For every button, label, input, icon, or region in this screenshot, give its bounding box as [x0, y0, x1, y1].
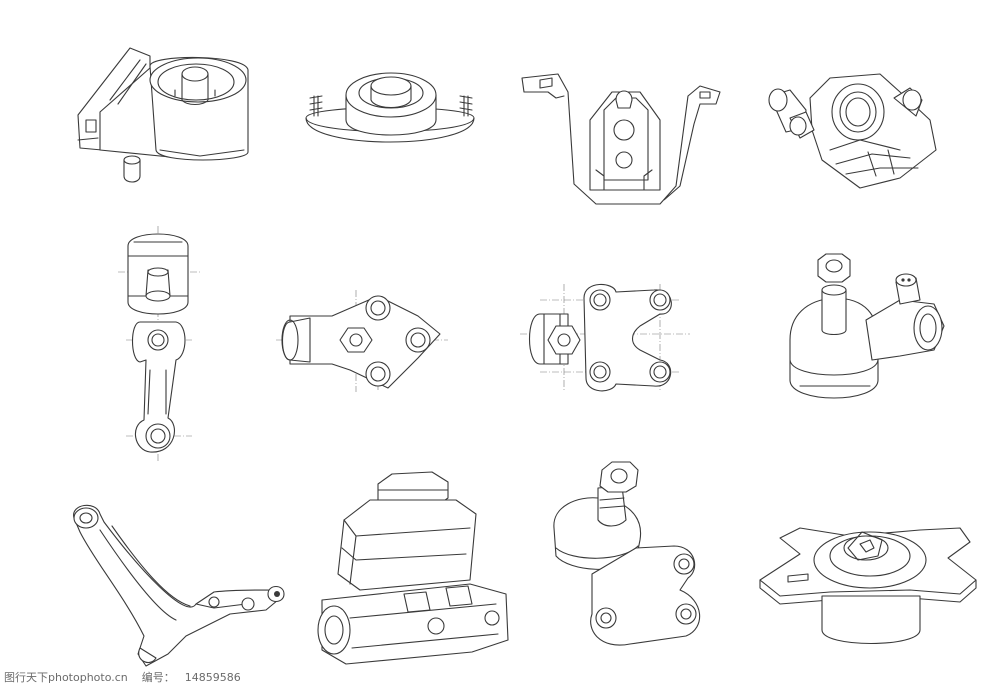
pitman-arm-drawing [118, 226, 200, 462]
tie-rod-end-drawing [789, 253, 945, 399]
brake-master-cylinder-drawing [317, 471, 509, 665]
transmission-mount-drawing [521, 73, 721, 205]
brake-caliper-drawing [768, 73, 937, 189]
watermark-id-label: 编号： [141, 671, 175, 684]
strut-mount-plate-drawing [759, 527, 977, 645]
ball-joint-flange-side-drawing [276, 290, 448, 392]
watermark: 图行天下photophoto.cn 编号： 14859586 [4, 668, 241, 686]
watermark-site: 图行天下photophoto.cn [4, 671, 128, 684]
ball-joint-flange-top-drawing [520, 283, 690, 392]
strut-top-mount-drawing [305, 72, 475, 143]
control-arm-drawing [73, 504, 285, 667]
engine-mount-drawing [77, 47, 249, 183]
ball-joint-lower-drawing [553, 461, 701, 646]
watermark-id-value: 14859586 [184, 670, 241, 684]
